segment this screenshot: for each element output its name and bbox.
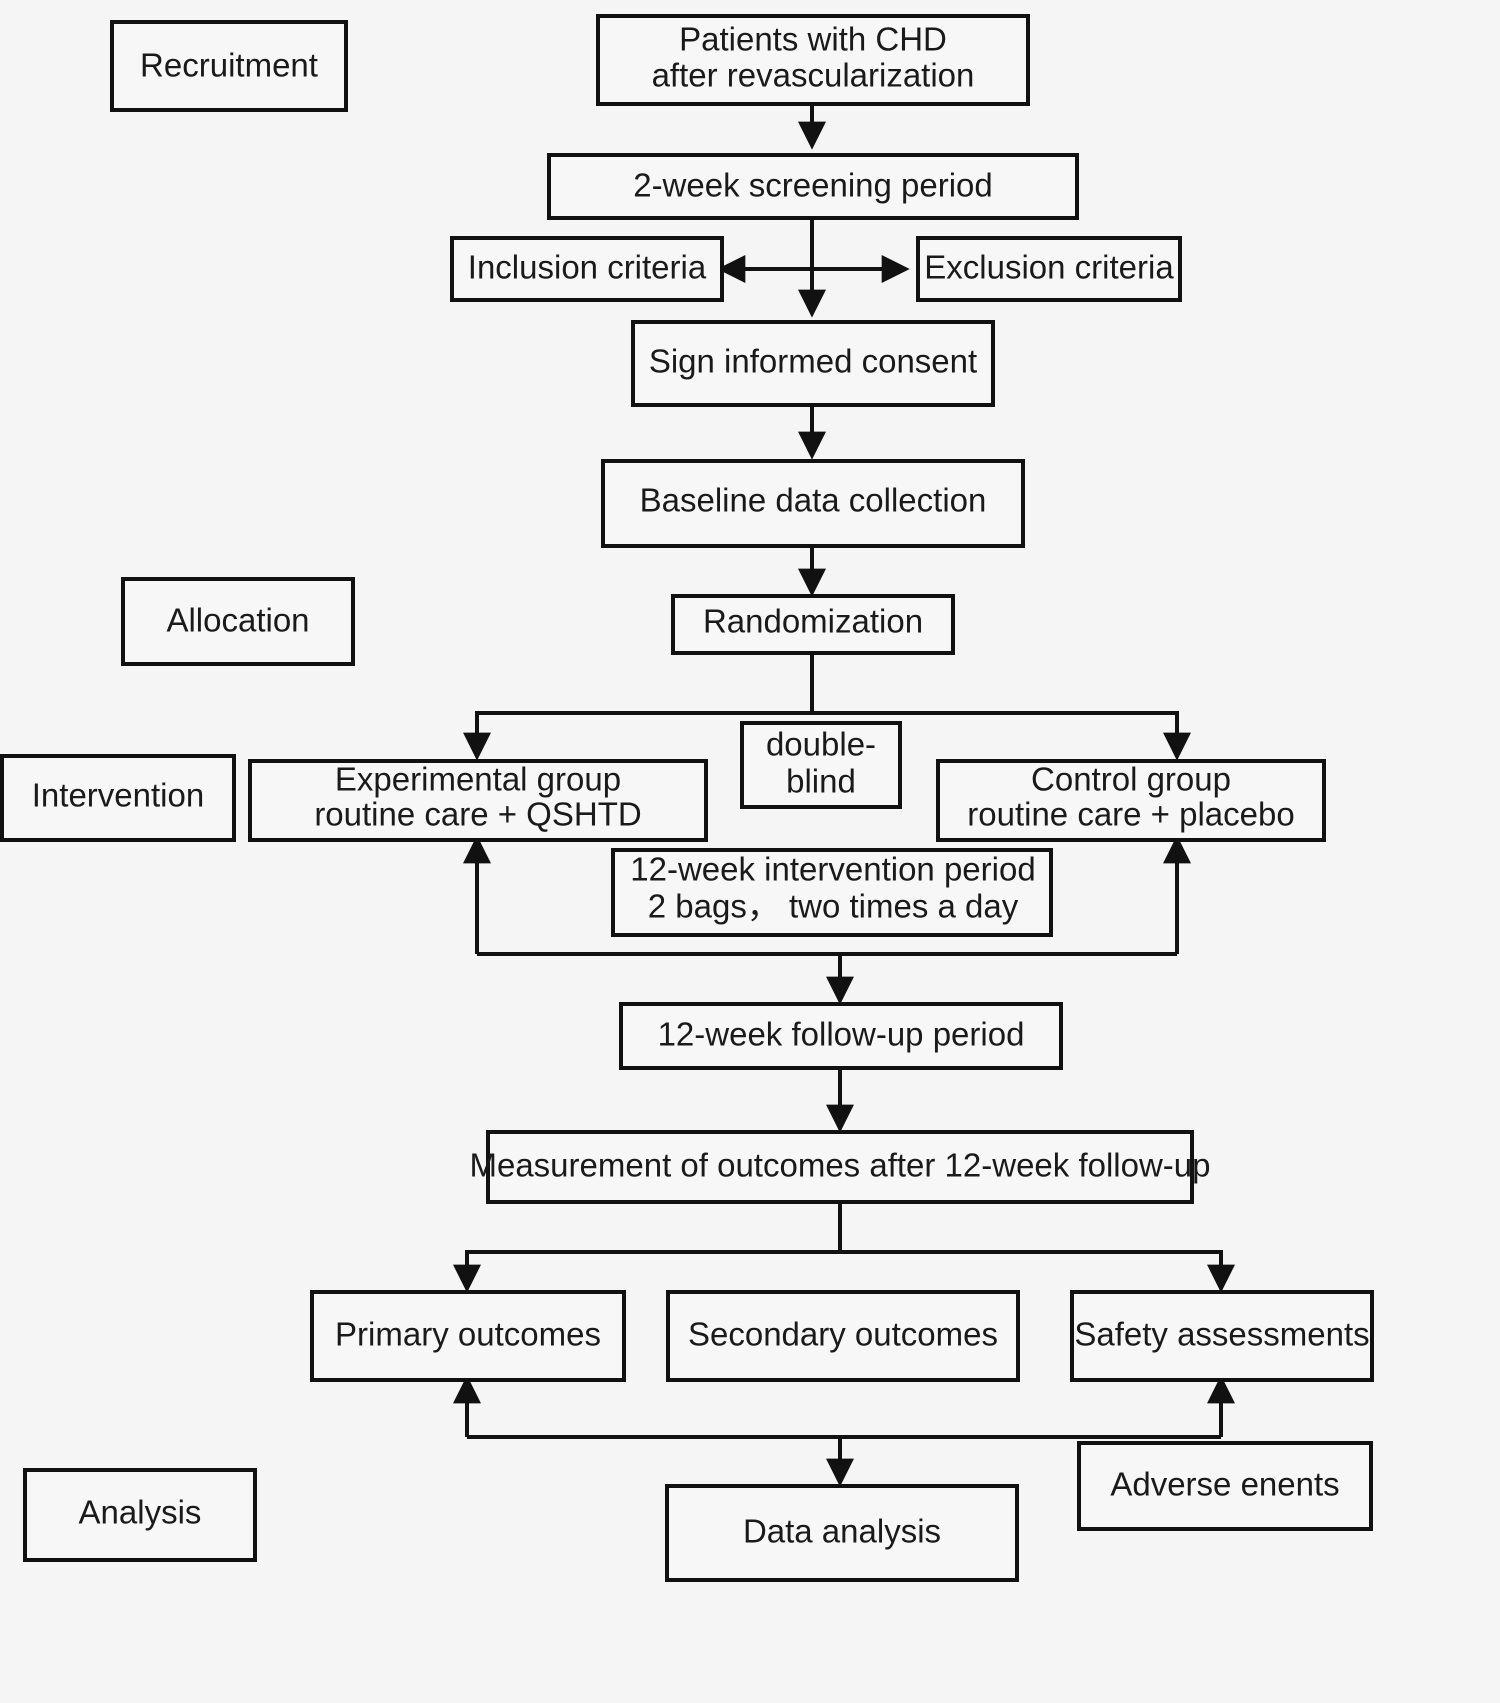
- node-measurement-of-outcomes-box[interactable]: [486, 1130, 1194, 1204]
- node-safety-assessments-box[interactable]: [1070, 1290, 1374, 1382]
- node-followup-period-text: 12-week follow-up period: [658, 1016, 1025, 1053]
- node-inclusion-criteria-text: Inclusion criteria: [468, 249, 707, 286]
- node-safety-assessments-text: Safety assessments: [1074, 1316, 1369, 1353]
- node-primary-outcomes-text: Primary outcomes: [335, 1316, 601, 1353]
- node-double-blind[interactable]: double- blind: [740, 721, 902, 809]
- node-primary-outcomes[interactable]: Primary outcomes: [310, 1290, 626, 1382]
- node-followup-period[interactable]: 12-week follow-up period: [619, 1002, 1063, 1070]
- node-experimental-group-line1: Experimental group: [335, 761, 621, 798]
- node-data-analysis[interactable]: Data analysis: [665, 1484, 1019, 1582]
- node-experimental-group[interactable]: Experimental group routine care + QSHTD: [248, 759, 708, 842]
- connector-randomization-to-control: [812, 711, 1191, 761]
- node-patients-with-chd-line1: Patients with CHD: [679, 21, 947, 58]
- node-secondary-outcomes-text: Secondary outcomes: [688, 1316, 998, 1353]
- node-screening-period[interactable]: 2-week screening period: [547, 153, 1079, 220]
- node-randomization-box[interactable]: [671, 594, 955, 655]
- node-intervention-period-line2: 2 bags， two times a day: [648, 888, 1019, 925]
- node-measurement-of-outcomes[interactable]: Measurement of outcomes after 12-week fo…: [469, 1130, 1211, 1204]
- node-double-blind-line1: double-: [766, 726, 876, 763]
- node-secondary-outcomes[interactable]: Secondary outcomes: [666, 1290, 1020, 1382]
- node-data-analysis-text: Data analysis: [743, 1513, 941, 1550]
- node-control-group-box[interactable]: [936, 759, 1326, 842]
- node-exclusion-criteria-box[interactable]: [916, 236, 1182, 302]
- connector-randomization-to-experimental: [463, 653, 814, 761]
- node-control-group[interactable]: Control group routine care + placebo: [936, 759, 1326, 842]
- node-experimental-group-box[interactable]: [248, 759, 708, 842]
- node-control-group-line2: routine care + placebo: [967, 796, 1294, 833]
- node-intervention-period-line1: 12-week intervention period: [630, 851, 1035, 888]
- node-exclusion-criteria[interactable]: Exclusion criteria: [916, 236, 1182, 302]
- stage-label-intervention-text: Intervention: [32, 777, 204, 814]
- node-adverse-events-box[interactable]: [1077, 1441, 1373, 1531]
- stage-label-allocation[interactable]: Allocation: [121, 577, 355, 666]
- node-intervention-period-box[interactable]: [611, 848, 1053, 937]
- connector-measurement-to-safety: [840, 1250, 1235, 1293]
- stage-label-allocation-text: Allocation: [166, 602, 309, 639]
- node-followup-period-box[interactable]: [619, 1002, 1063, 1070]
- node-sign-informed-consent-text: Sign informed consent: [649, 343, 977, 380]
- node-double-blind-box[interactable]: [740, 721, 902, 809]
- stage-label-recruitment[interactable]: Recruitment: [110, 20, 348, 112]
- node-patients-with-chd-box[interactable]: [596, 14, 1030, 106]
- node-adverse-events[interactable]: Adverse enents: [1077, 1441, 1373, 1531]
- connector-measurement-to-primary: [453, 1202, 842, 1293]
- node-measurement-of-outcomes-text: Measurement of outcomes after 12-week fo…: [469, 1147, 1210, 1184]
- node-inclusion-criteria-box[interactable]: [450, 236, 724, 302]
- stage-label-analysis-box[interactable]: [23, 1468, 257, 1562]
- connectors: [453, 103, 1235, 1487]
- node-baseline-data-collection-text: Baseline data collection: [640, 482, 987, 519]
- node-screening-period-text: 2-week screening period: [633, 167, 993, 204]
- node-primary-outcomes-box[interactable]: [310, 1290, 626, 1382]
- stage-label-recruitment-text: Recruitment: [140, 47, 318, 84]
- node-exclusion-criteria-text: Exclusion criteria: [924, 249, 1174, 286]
- node-sign-informed-consent[interactable]: Sign informed consent: [631, 320, 995, 407]
- node-intervention-period[interactable]: 12-week intervention period 2 bags， two …: [611, 848, 1053, 937]
- node-randomization-text: Randomization: [703, 603, 923, 640]
- node-screening-period-box[interactable]: [547, 153, 1079, 220]
- stage-label-analysis-text: Analysis: [79, 1494, 202, 1531]
- node-data-analysis-box[interactable]: [665, 1484, 1019, 1582]
- node-inclusion-criteria[interactable]: Inclusion criteria: [450, 236, 724, 302]
- stage-label-analysis[interactable]: Analysis: [23, 1468, 257, 1562]
- node-safety-assessments[interactable]: Safety assessments: [1070, 1290, 1374, 1382]
- node-sign-informed-consent-box[interactable]: [631, 320, 995, 407]
- stage-label-intervention[interactable]: Intervention: [0, 754, 236, 842]
- node-baseline-data-collection-box[interactable]: [601, 459, 1025, 548]
- stage-label-intervention-box[interactable]: [0, 754, 236, 842]
- node-experimental-group-line2: routine care + QSHTD: [314, 796, 641, 833]
- stage-label-recruitment-box[interactable]: [110, 20, 348, 112]
- stage-label-allocation-box[interactable]: [121, 577, 355, 666]
- node-randomization[interactable]: Randomization: [671, 594, 955, 655]
- node-patients-with-chd-line2: after revascularization: [652, 57, 975, 94]
- node-baseline-data-collection[interactable]: Baseline data collection: [601, 459, 1025, 548]
- node-adverse-events-text: Adverse enents: [1110, 1466, 1339, 1503]
- node-secondary-outcomes-box[interactable]: [666, 1290, 1020, 1382]
- node-double-blind-line2: blind: [786, 763, 856, 800]
- node-control-group-line1: Control group: [1031, 761, 1231, 798]
- node-patients-with-chd[interactable]: Patients with CHD after revascularizatio…: [596, 14, 1030, 106]
